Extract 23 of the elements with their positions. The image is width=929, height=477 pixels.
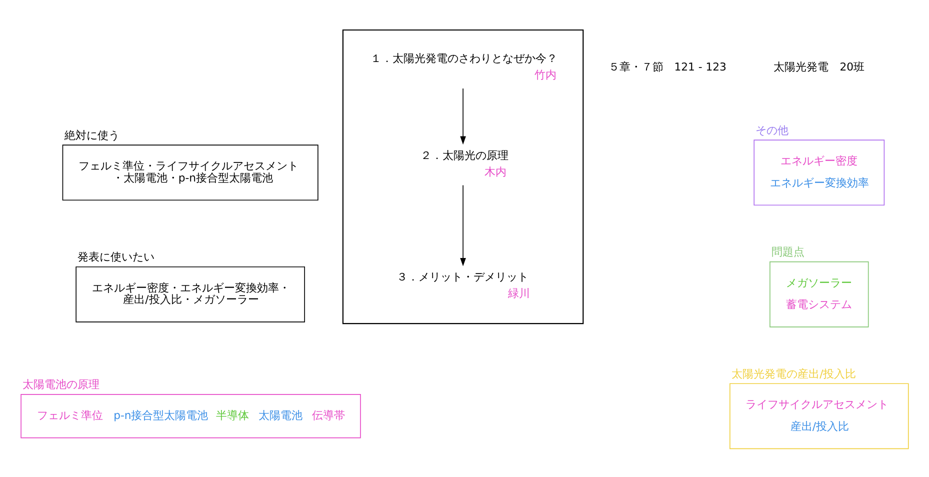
node-label: 絶対に使う (64, 128, 120, 142)
node-label: 竹内 (534, 68, 557, 82)
node-label: 木内 (484, 165, 507, 178)
node-label: その他 (756, 124, 789, 137)
node-text: ２．太陽光の原理 (420, 148, 509, 162)
node-label: 発表に使いたい (78, 250, 155, 264)
label: 太陽光発電 20班 (774, 60, 865, 74)
node-label: 緑川 (508, 287, 530, 300)
node-box: エネルギー密度 エネルギー変換効率 (754, 140, 885, 206)
node-text: ３．メリット・デメリット (396, 270, 528, 284)
cluster (342, 29, 584, 324)
arrow (460, 184, 466, 266)
node-box: ライフサイクルアセスメント 産出/投入比 (730, 383, 909, 450)
node-box: エネルギー密度・エネルギー変換効率・産出/投入比・メガソーラー (76, 266, 305, 322)
arrow (460, 88, 466, 145)
node-box: フェルミ準位・ライフサイクルアセスメント・太陽電池・p-n接合型太陽電池 (62, 144, 318, 201)
node-box: フェルミ準位 p-n接合型太陽電池 半導体 太陽電池 伝導帯 (20, 394, 361, 438)
node-text: １．太陽光発電のさわりとなぜか今？ (370, 52, 558, 66)
node-label: 太陽電池の原理 (22, 378, 100, 392)
node-box: メガソーラー 蓄電システム (770, 261, 869, 328)
node-label: 問題点 (772, 246, 805, 259)
label: ５章・７節 121 - 123 (608, 60, 726, 74)
node-label: 太陽光発電の産出/投入比 (732, 367, 856, 380)
